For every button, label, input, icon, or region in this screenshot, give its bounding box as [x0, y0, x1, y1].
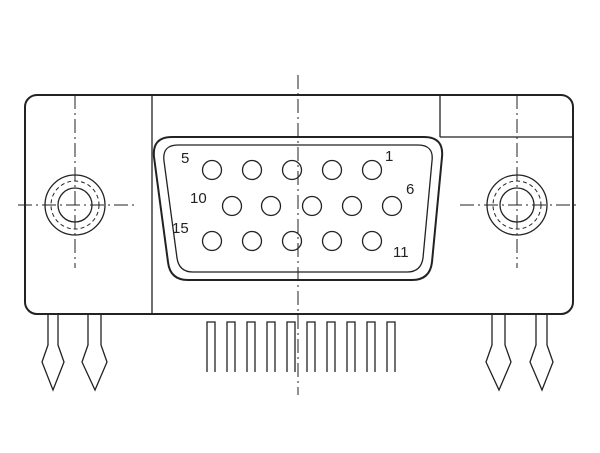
pin-label-5: 5 [181, 150, 189, 167]
pin-socket [221, 195, 243, 217]
pin-label-11: 11 [393, 244, 409, 261]
d-shell-outer [152, 136, 444, 281]
solder-leads [206, 321, 396, 372]
pin-socket [341, 195, 363, 217]
pin-socket [321, 230, 343, 252]
pin-socket [281, 230, 303, 252]
pin-socket [301, 195, 323, 217]
pin-socket [381, 195, 403, 217]
pin-socket [281, 159, 303, 181]
d-shell-inner [163, 144, 433, 273]
pin-socket [260, 195, 282, 217]
pin-label-15: 15 [172, 220, 189, 237]
pin-socket [361, 159, 383, 181]
left-mounting-hole [18, 95, 135, 268]
pin-label-10: 10 [190, 190, 207, 207]
pin-row-middle [221, 195, 403, 217]
pin-socket [201, 159, 223, 181]
pin-socket [241, 159, 263, 181]
pin-socket [321, 159, 343, 181]
pin-socket [241, 230, 263, 252]
right-board-locks [485, 314, 554, 392]
pin-socket [201, 230, 223, 252]
pin-socket [361, 230, 383, 252]
left-board-locks [41, 314, 108, 392]
pin-label-1: 1 [385, 148, 393, 165]
right-mounting-hole [460, 95, 578, 268]
pin-row-top [201, 159, 383, 181]
pin-row-bottom [201, 230, 383, 252]
pin-label-6: 6 [406, 181, 414, 198]
